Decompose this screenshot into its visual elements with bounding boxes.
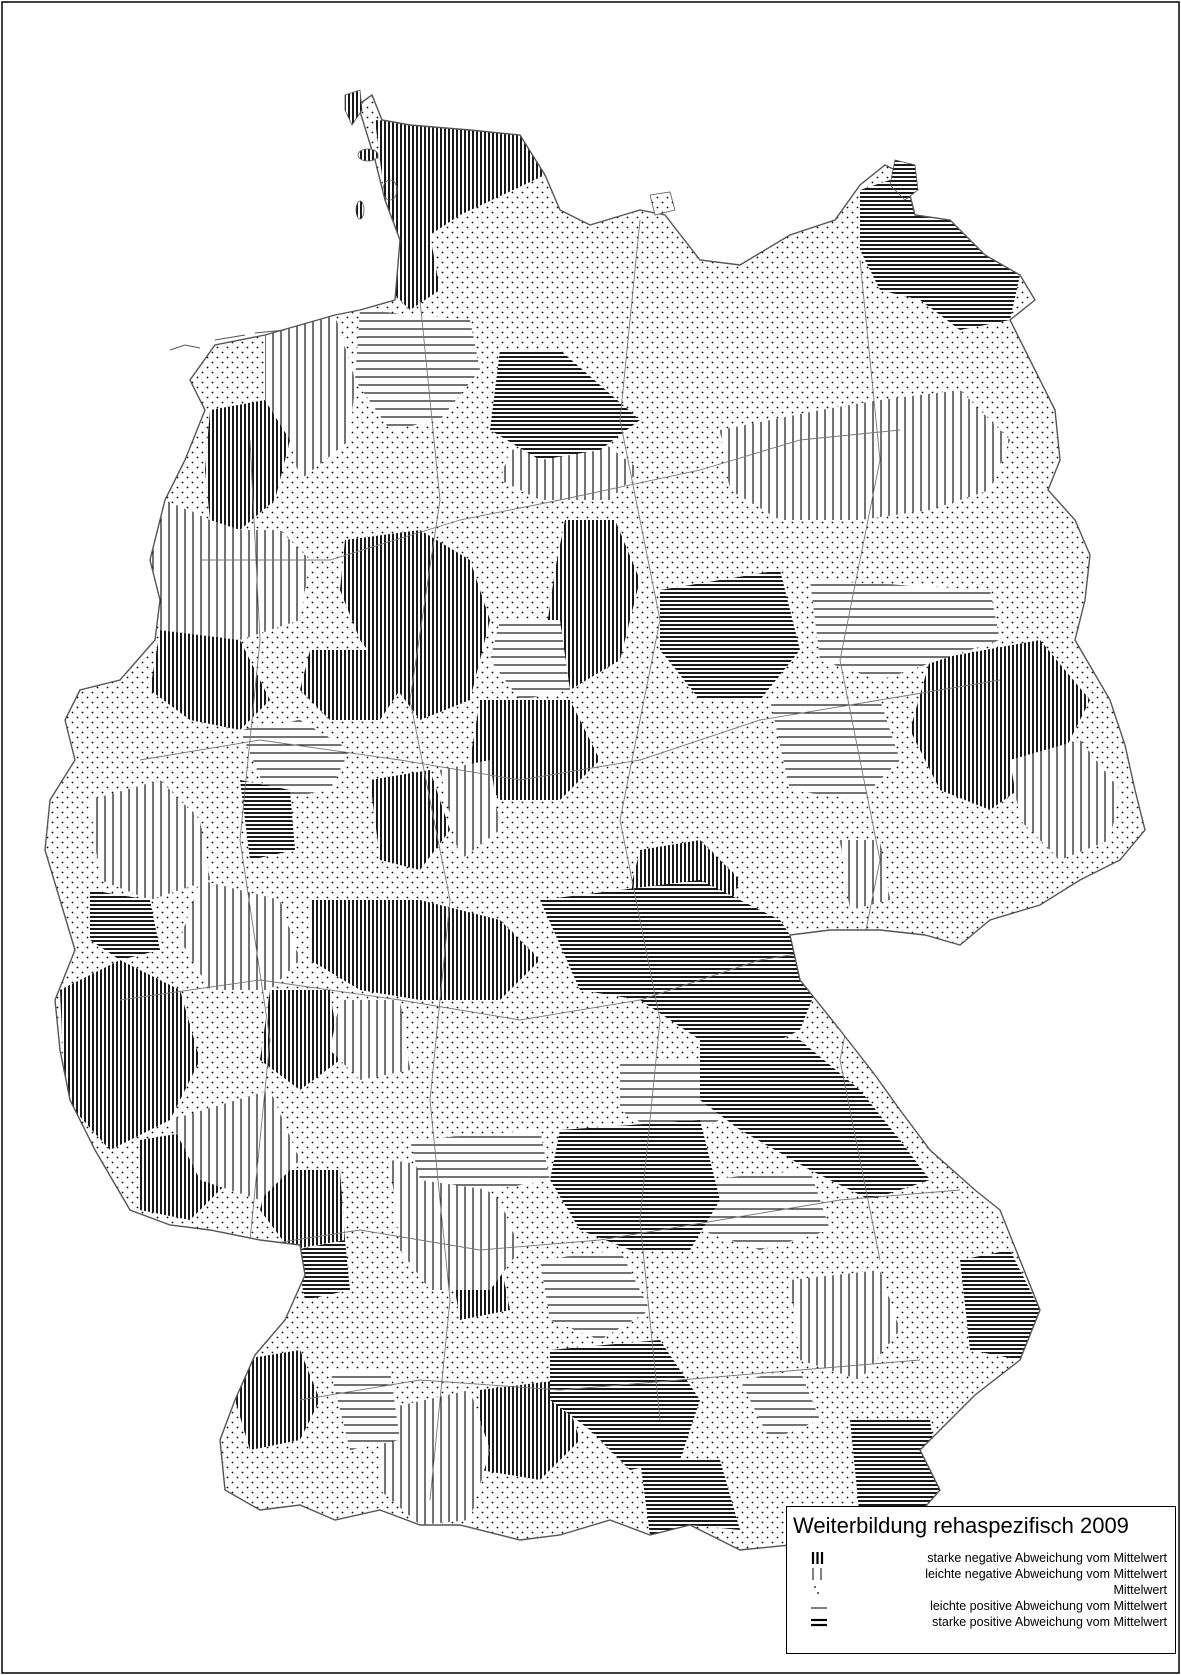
district-light-negative (720, 390, 1010, 520)
district-light-negative (380, 1390, 490, 1525)
district-light-positive (540, 1250, 650, 1340)
district-strong-positive (660, 570, 800, 700)
north-sea-islands (344, 89, 398, 220)
district-light-positive (620, 1060, 720, 1140)
district-light-positive (740, 1370, 820, 1440)
district-light-positive (490, 620, 570, 700)
map-legend: Weiterbildung rehaspezifisch 2009 starke… (786, 1506, 1176, 1654)
district-strong-positive (295, 1240, 350, 1300)
district-strong-negative (260, 1170, 345, 1250)
district-light-negative (150, 500, 310, 640)
district-strong-negative (545, 520, 640, 690)
district-strong-positive (850, 1420, 940, 1530)
district-strong-positive (540, 880, 820, 1060)
district-strong-negative (310, 900, 540, 1000)
district-strong-positive (960, 1250, 1040, 1360)
district-strong-negative (370, 770, 450, 870)
legend-symbol-strong-vertical (811, 1552, 824, 1564)
district-light-negative (330, 1000, 410, 1080)
district-light-positive (700, 1170, 830, 1250)
district-light-negative (390, 1160, 520, 1290)
district-light-positive (355, 310, 480, 430)
district-strong-negative (260, 990, 340, 1090)
district-patterns (60, 120, 1120, 1535)
legend-label: starke negative Abweichung vom Mittelwer… (927, 1551, 1167, 1565)
district-light-positive (240, 720, 350, 800)
district-strong-positive (640, 1460, 740, 1535)
district-strong-negative (205, 400, 290, 530)
district-strong-positive (490, 350, 640, 460)
district-strong-positive (550, 1120, 720, 1250)
district-light-positive (410, 1130, 550, 1190)
legend-symbol-strong-horizontal (811, 1618, 827, 1627)
district-light-positive (330, 1370, 400, 1450)
district-strong-negative (300, 650, 400, 720)
district-strong-negative (235, 1350, 320, 1450)
district-light-negative (440, 760, 500, 860)
fehmarn-island (649, 191, 676, 216)
legend-symbol-dots (814, 1586, 819, 1594)
legend-symbol-light-vertical (812, 1568, 822, 1580)
district-strong-negative (470, 700, 600, 800)
district-strong-negative (480, 1380, 580, 1480)
legend-label: Mittelwert (1113, 1583, 1167, 1597)
district-strong-positive (860, 175, 1020, 330)
district-strong-positive (90, 890, 160, 960)
district-light-negative (265, 315, 355, 480)
district-light-negative (90, 780, 210, 900)
ruegen-island (889, 159, 919, 201)
legend-label: leichte positive Abweichung vom Mittelwe… (930, 1599, 1167, 1613)
district-strong-negative (150, 630, 270, 730)
legend-label: leichte negative Abweichung vom Mittelwe… (925, 1567, 1167, 1581)
district-light-negative (1010, 740, 1120, 860)
district-borders (119, 219, 1001, 1501)
district-light-negative (790, 1270, 900, 1380)
map-title: Weiterbildung rehaspezifisch 2009 (793, 1513, 1129, 1538)
legend-label: starke positive Abweichung vom Mittelwer… (932, 1615, 1167, 1629)
district-light-positive (810, 580, 1000, 680)
east-frisian-islands (169, 329, 286, 351)
district-strong-negative (375, 120, 545, 310)
legend-symbol-light-horizontal (811, 1607, 827, 1609)
district-strong-positive (550, 1340, 700, 1470)
district-light-negative (840, 840, 890, 910)
district-light-positive (770, 700, 900, 800)
district-strong-positive (700, 1040, 930, 1200)
district-strong-negative (60, 960, 200, 1150)
district-strong-positive (240, 780, 295, 860)
district-strong-negative (340, 530, 490, 720)
district-light-negative (180, 880, 300, 990)
district-light-negative (170, 1090, 300, 1200)
